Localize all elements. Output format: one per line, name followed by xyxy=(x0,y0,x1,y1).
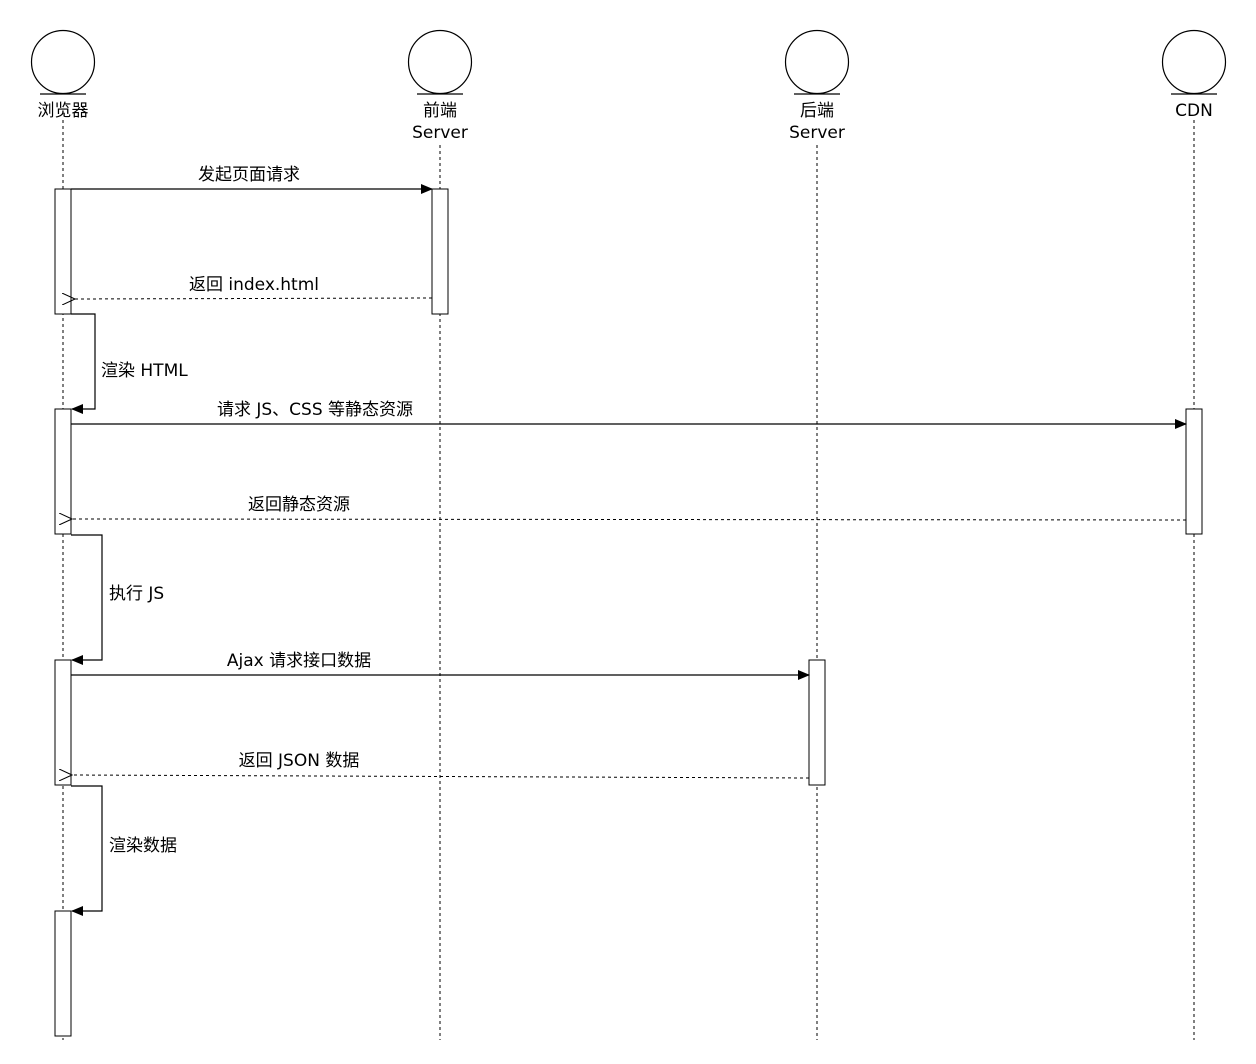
message-label: 发起页面请求 xyxy=(198,165,300,185)
actor-frontend: 前端 Server xyxy=(407,29,473,143)
actor-circle-icon xyxy=(1161,29,1227,95)
message-label: Ajax 请求接口数据 xyxy=(227,651,371,671)
activation-browser-3 xyxy=(54,659,72,786)
message-label: 渲染 HTML xyxy=(101,361,188,381)
message-render-html: 渲染 HTML xyxy=(71,313,188,414)
message-label: 渲染数据 xyxy=(109,836,177,856)
message-ajax-request: Ajax 请求接口数据 xyxy=(71,651,810,680)
activation-browser-2 xyxy=(54,408,72,535)
message-execute-js: 执行 JS xyxy=(71,534,164,665)
message-label: 返回 index.html xyxy=(189,275,319,295)
actor-label-line-1: 后端 xyxy=(800,101,834,121)
activation-browser-4 xyxy=(54,910,72,1037)
message-label: 请求 JS、CSS 等静态资源 xyxy=(217,400,413,420)
actor-label-line-1: 浏览器 xyxy=(38,101,89,121)
activation-backend-1 xyxy=(808,659,826,786)
message-request-static: 请求 JS、CSS 等静态资源 xyxy=(71,400,1187,429)
message-arrow xyxy=(75,298,433,299)
message-arrow xyxy=(71,313,96,414)
message-label: 执行 JS xyxy=(109,584,164,604)
message-label: 返回 JSON 数据 xyxy=(239,751,360,771)
activation-cdn-1 xyxy=(1185,408,1203,535)
actor-label-line-2: Server xyxy=(789,123,845,143)
message-arrow xyxy=(71,785,103,916)
actor-circle-icon xyxy=(30,29,96,95)
actor-backend: 后端 Server xyxy=(784,29,850,143)
activation-browser-1 xyxy=(54,188,72,315)
actor-cdn: CDN xyxy=(1161,29,1227,121)
message-arrow xyxy=(72,519,1187,520)
message-return-static: 返回静态资源 xyxy=(72,495,1187,520)
actor-label-line-1: CDN xyxy=(1175,101,1213,121)
actor-circle-icon xyxy=(784,29,850,95)
message-request-page: 发起页面请求 xyxy=(71,165,433,194)
actor-browser: 浏览器 xyxy=(30,29,96,121)
message-label: 返回静态资源 xyxy=(248,495,350,515)
message-arrow xyxy=(71,534,103,665)
actor-label-line-2: Server xyxy=(412,123,468,143)
message-return-index: 返回 index.html xyxy=(75,275,433,299)
message-return-json: 返回 JSON 数据 xyxy=(72,751,810,778)
actor-circle-icon xyxy=(407,29,473,95)
message-render-data: 渲染数据 xyxy=(71,785,177,916)
activation-frontend-1 xyxy=(431,188,449,315)
message-arrow xyxy=(72,775,810,778)
actor-label-line-1: 前端 xyxy=(423,101,457,121)
